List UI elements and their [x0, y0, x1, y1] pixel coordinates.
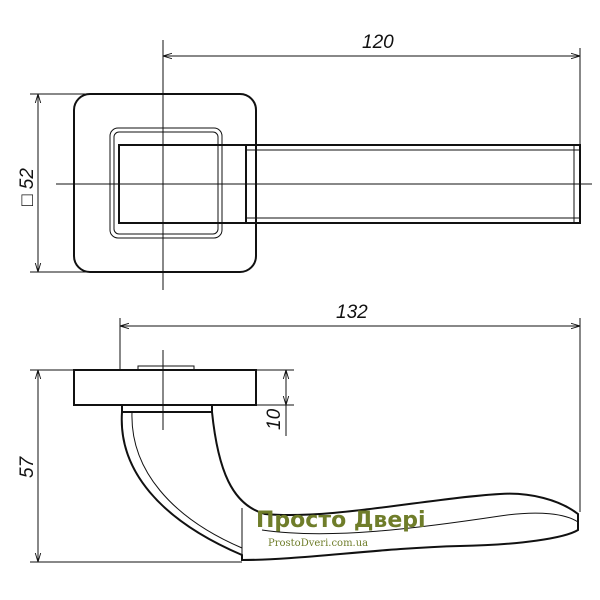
rosette-recess: [109, 127, 223, 239]
watermark-site: ProstoDveri.com.ua: [268, 538, 368, 549]
rosette-recess-inner: [113, 131, 219, 235]
watermark-brand: Просто Двері: [256, 508, 426, 533]
top-view: 120 □ 52: [17, 32, 592, 290]
rosette-plate: [73, 369, 257, 406]
rosette-outer: [73, 93, 257, 273]
spindle-cap: [137, 365, 195, 371]
lever-tip-edge: [261, 512, 579, 535]
lever-inner-contour: [131, 411, 243, 549]
side-view: 132 10 57: [17, 302, 581, 563]
neck-base: [121, 405, 213, 413]
dim-120-label: 120: [362, 32, 394, 53]
dim-57-label: 57: [17, 455, 38, 478]
dim-132-label: 132: [336, 302, 368, 323]
dim-10-label: 10: [264, 408, 285, 430]
dim-52-label: □ 52: [17, 168, 38, 206]
watermark: Просто Двері ProstoDveri.com.ua: [256, 508, 426, 549]
lever-profile: [120, 411, 579, 562]
